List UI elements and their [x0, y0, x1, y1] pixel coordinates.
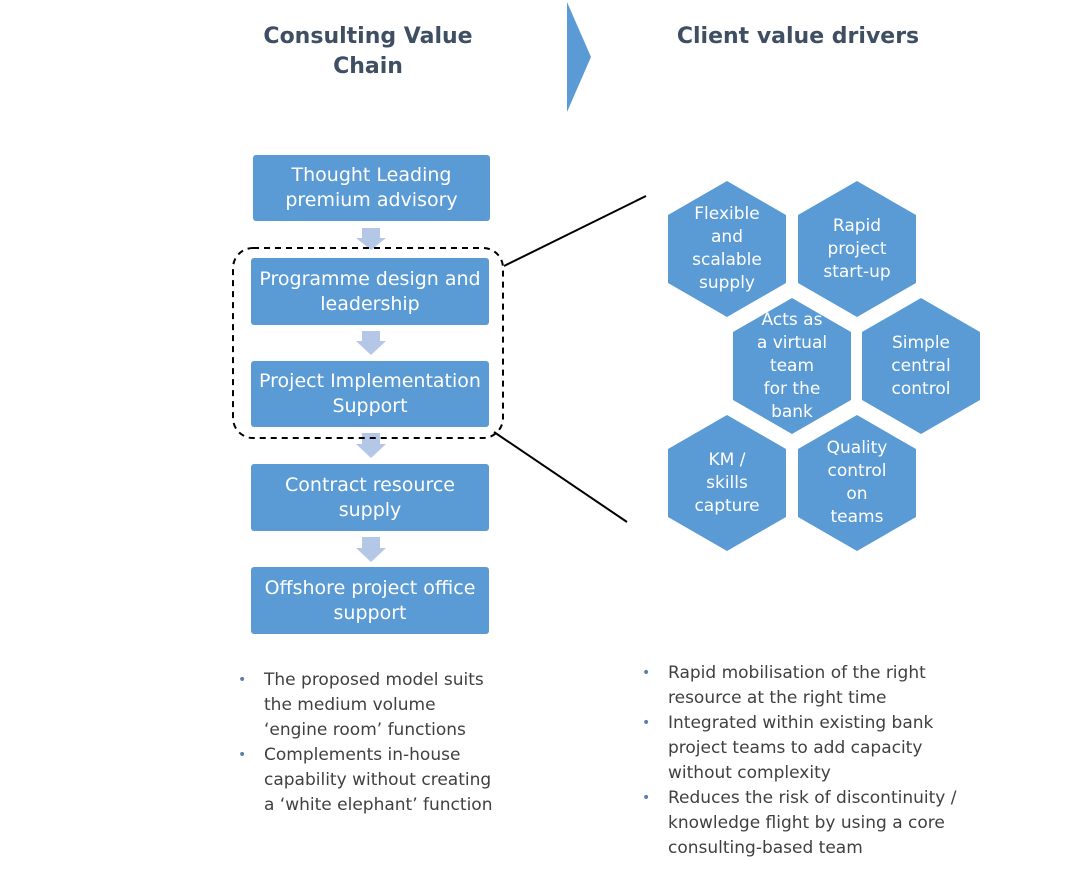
value-drivers-bullet-list: Rapid mobilisation of the right resource… — [640, 661, 980, 861]
connector-line-top — [503, 195, 647, 267]
value-driver-label: Simple central control — [891, 332, 951, 399]
hexagon-km-skills — [668, 415, 786, 551]
value-driver-label: Flexible and scalable supply — [692, 204, 762, 293]
value-chain-heading: Consulting Value Chain — [263, 24, 473, 79]
bullet-item: Reduces the risk of discontinuity / know… — [640, 786, 980, 861]
value-driver-label: KM / skills capture — [694, 449, 760, 516]
down-arrow-icon — [356, 537, 386, 562]
hexagon-rapid-startup — [798, 181, 916, 317]
chevron-arrow-icon — [567, 2, 591, 112]
value-chain-box-contract-resource: Contract resource supply — [251, 464, 489, 531]
connector-line-bottom — [493, 431, 628, 523]
hexagon-quality-control — [798, 415, 916, 551]
bullet-item: Complements in-house capability without … — [236, 743, 526, 818]
value-driver-label: Quality control on teams — [826, 438, 888, 527]
bullet-item: Integrated within existing bank project … — [640, 711, 980, 786]
down-arrow-icon — [356, 331, 386, 355]
hexagon-flexible-supply — [668, 181, 786, 317]
value-chain-box-programme-design: Programme design and leadership — [251, 258, 489, 325]
bullet-item: The proposed model suits the medium volu… — [236, 668, 526, 743]
down-arrow-icon — [356, 433, 386, 458]
value-chain-box-offshore-office: Offshore project office support — [251, 567, 489, 634]
value-chain-box-project-implementation: Project Implementation Support — [251, 361, 489, 427]
bullet-item: Rapid mobilisation of the right resource… — [640, 661, 980, 711]
value-driver-label: Acts as a virtual team for the bank — [756, 309, 828, 422]
down-arrow-icon — [356, 228, 386, 250]
value-drivers-heading: Client value drivers — [676, 24, 920, 49]
value-chain-box-thought-leading: Thought Leading premium advisory — [253, 155, 490, 221]
highlight-dashed-frame — [232, 247, 504, 439]
hexagon-central-control — [862, 298, 980, 434]
value-chain-bullet-list: The proposed model suits the medium volu… — [236, 668, 526, 818]
value-driver-label: Rapid project start-up — [823, 215, 891, 282]
hexagon-virtual-team — [733, 298, 851, 434]
